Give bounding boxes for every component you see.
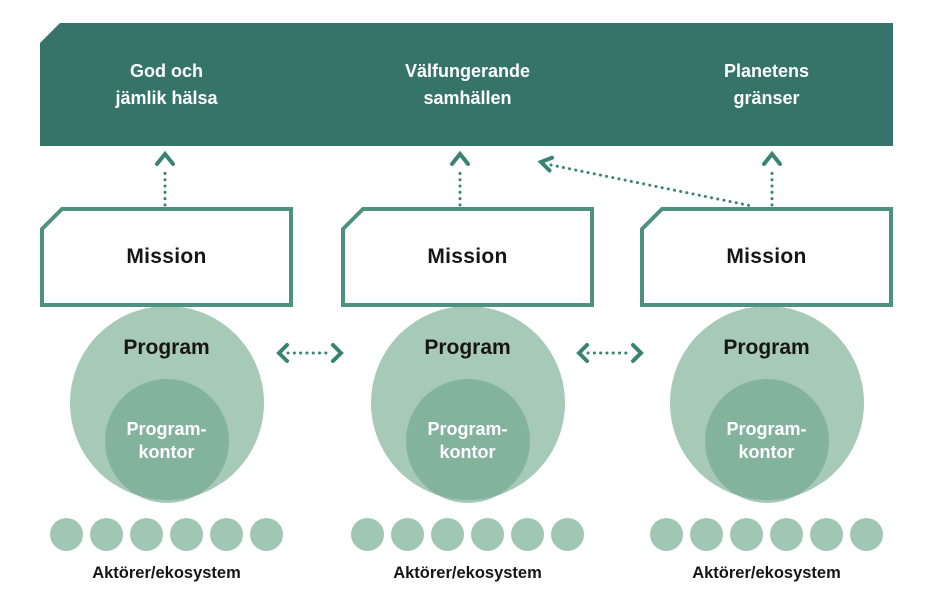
program-circle-2: Program Program- kontor <box>370 306 565 503</box>
actor-dot <box>130 518 163 551</box>
actor-dot <box>730 518 763 551</box>
goal-line: Välfungerande <box>404 61 531 82</box>
actors-dots-row-2 <box>341 518 594 551</box>
office-line: kontor <box>138 442 195 462</box>
mission-box-2: Mission <box>341 207 594 307</box>
column-1: Mission Program Program- kontor Aktörer/… <box>40 0 293 607</box>
program-circle-3: Program Program- kontor <box>669 306 864 503</box>
actor-dot <box>250 518 283 551</box>
actor-dot <box>511 518 544 551</box>
actors-dots-row-3 <box>640 518 893 551</box>
program-office-circle-1: Program- kontor <box>104 379 229 503</box>
actor-dot <box>770 518 803 551</box>
actors-label: Aktörer/ekosystem <box>692 564 841 582</box>
office-line: Program- <box>726 418 807 439</box>
actor-dot <box>810 518 843 551</box>
mission-label: Mission <box>726 245 807 268</box>
mission-frame-shape <box>40 207 293 307</box>
office-line: Program- <box>126 418 207 439</box>
office-line: kontor <box>439 442 496 462</box>
program-office-circle-2: Program- kontor <box>405 379 530 503</box>
program-label: Program <box>424 336 511 359</box>
actor-dot <box>50 518 83 551</box>
actor-dot <box>90 518 123 551</box>
actor-dot <box>391 518 424 551</box>
actor-dot <box>650 518 683 551</box>
mission-frame-shape <box>341 207 594 307</box>
actor-dot <box>471 518 504 551</box>
office-line: Program- <box>427 418 508 439</box>
actor-dot <box>210 518 243 551</box>
mission-box-1: Mission <box>40 207 293 307</box>
mission-label: Mission <box>427 245 508 268</box>
office-line: kontor <box>738 442 795 462</box>
goal-line: jämlik hälsa <box>115 87 218 108</box>
goal-label-god-och-jamlik-halsa: God och jämlik hälsa <box>40 23 293 146</box>
program-label: Program <box>723 336 810 359</box>
mission-label: Mission <box>126 245 207 268</box>
actor-dot <box>850 518 883 551</box>
goal-line: samhällen <box>423 87 512 108</box>
actor-dot <box>170 518 203 551</box>
actors-label: Aktörer/ekosystem <box>393 564 542 582</box>
column-3: Mission Program Program- kontor Aktörer/… <box>640 0 893 607</box>
actors-dots-row-1 <box>40 518 293 551</box>
mission-frame-shape <box>640 207 893 307</box>
actor-dot <box>431 518 464 551</box>
goal-line: gränser <box>733 87 800 108</box>
column-2: Mission Program Program- kontor Aktörer/… <box>341 0 594 607</box>
actors-label: Aktörer/ekosystem <box>92 564 241 582</box>
mission-box-3: Mission <box>640 207 893 307</box>
actor-dot <box>351 518 384 551</box>
program-label: Program <box>123 336 210 359</box>
program-circle-1: Program Program- kontor <box>69 306 264 503</box>
actor-dot <box>690 518 723 551</box>
actor-dot <box>551 518 584 551</box>
goal-line: Planetens <box>723 61 810 82</box>
goal-label-planetens-granser: Planetens gränser <box>640 23 893 146</box>
goal-label-valfungerande-samhallen: Välfungerande samhällen <box>341 23 594 146</box>
goal-line: God och <box>130 61 203 82</box>
program-office-circle-3: Program- kontor <box>704 379 829 503</box>
goals-banner: God och jämlik hälsa Välfungerande samhä… <box>40 23 893 146</box>
